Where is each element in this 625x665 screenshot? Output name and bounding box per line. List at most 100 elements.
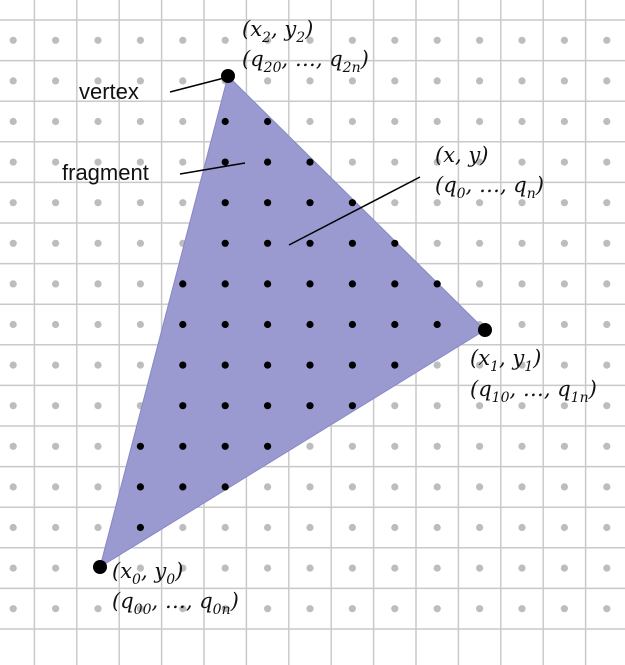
pixel-center-dot (433, 117, 441, 126)
pixel-center-dot (136, 320, 144, 329)
pixel-center-dot (179, 605, 187, 613)
fragment-dot (179, 483, 187, 491)
pixel-center-dot (518, 483, 526, 491)
pixel-center-dot (94, 483, 102, 491)
fragment-dot (264, 117, 272, 126)
pixel-center-dot (433, 199, 441, 207)
pixel-center-dot (94, 158, 102, 166)
vertex-0-attributes: (q00, …, q0n) (112, 589, 239, 618)
pixel-center-dot (560, 564, 569, 572)
pixel-center-dot (518, 523, 526, 532)
pixel-center-dot (264, 523, 272, 532)
pixel-center-dot (391, 523, 399, 532)
pixel-center-dot (391, 483, 399, 491)
pixel-center-dot (94, 361, 102, 369)
pixel-center-dot (52, 239, 60, 247)
pixel-center-dot (9, 280, 17, 288)
pixel-center-dot (136, 77, 144, 85)
pixel-center-dot (433, 442, 441, 450)
pixel-center-dot (476, 361, 484, 369)
pixel-center-dot (348, 158, 356, 166)
pixel-centers (9, 36, 611, 613)
pixel-center-dot (476, 402, 484, 410)
pixel-center-dot (52, 36, 60, 44)
pixel-center-dot (560, 239, 569, 247)
fragment-dot (179, 402, 187, 410)
pixel-center-dot (94, 199, 102, 207)
pixel-center-dot (136, 280, 144, 288)
pixel-center-dot (518, 605, 526, 613)
pixel-center-dot (348, 442, 356, 450)
pixel-center-dot (9, 361, 17, 369)
fragment-dot (348, 280, 356, 288)
vertex-1-marker (478, 323, 492, 337)
pixel-center-dot (9, 117, 17, 126)
pixel-center-dot (179, 117, 187, 126)
vertex-label: vertex (79, 79, 139, 104)
pixel-center-dot (52, 77, 60, 85)
pixel-center-dot (476, 117, 484, 126)
pixel-center-dot (52, 320, 60, 329)
fragment-dot (433, 320, 441, 329)
pixel-center-dot (52, 605, 60, 613)
pixel-center-dot (433, 605, 441, 613)
pixel-center-dot (94, 605, 102, 613)
pixel-center-dot (9, 605, 17, 613)
pixel-center-dot (603, 36, 611, 44)
pixel-center-dot (560, 605, 569, 613)
vertex-0-coords: (x0, y0) (112, 559, 183, 588)
pixel-center-dot (52, 442, 60, 450)
fragment-dot (264, 442, 272, 450)
pixel-center-dot (518, 320, 526, 329)
pixel-center-dot (560, 442, 569, 450)
fragment-dot (348, 361, 356, 369)
pixel-center-dot (306, 564, 314, 572)
pixel-center-dot (518, 402, 526, 410)
pixel-center-dot (560, 483, 569, 491)
pixel-center-dot (179, 564, 187, 572)
pixel-center-dot (560, 77, 569, 85)
pixel-center-dot (518, 158, 526, 166)
fragment-dot (221, 280, 229, 288)
pixel-center-dot (603, 605, 611, 613)
fragment-dot (391, 361, 399, 369)
pixel-center-dot (348, 605, 356, 613)
pixel-center-dot (518, 77, 526, 85)
pixel-center-dot (9, 442, 17, 450)
fragment-dot (221, 442, 229, 450)
pixel-center-dot (433, 77, 441, 85)
pixel-center-dot (94, 77, 102, 85)
pixel-center-dot (94, 402, 102, 410)
fragment-dot (306, 361, 314, 369)
pixel-center-dot (52, 361, 60, 369)
pixel-center-dot (476, 36, 484, 44)
pixel-center-dot (348, 77, 356, 85)
pixel-center-dot (603, 402, 611, 410)
pixel-center-dot (264, 605, 272, 613)
fragment-dot (264, 199, 272, 207)
pixel-center-dot (476, 199, 484, 207)
fragment-dot (348, 320, 356, 329)
vertex-leader-line (169, 76, 229, 93)
fragment-dot (264, 280, 272, 288)
pixel-center-dot (391, 402, 399, 410)
pixel-center-dot (518, 442, 526, 450)
pixel-center-dot (348, 564, 356, 572)
pixel-center-dot (52, 280, 60, 288)
fragment-dot (306, 199, 314, 207)
pixel-center-dot (9, 564, 17, 572)
pixel-center-dot (476, 605, 484, 613)
fragment-dot (391, 280, 399, 288)
pixel-center-dot (306, 117, 314, 126)
pixel-center-dot (136, 361, 144, 369)
pixel-center-dot (136, 239, 144, 247)
pixel-center-dot (518, 36, 526, 44)
pixel-center-dot (391, 199, 399, 207)
pixel-center-dot (9, 36, 17, 44)
fragment-dot (264, 402, 272, 410)
fragment-dot (221, 117, 229, 126)
pixel-center-dot (179, 36, 187, 44)
fragment-dot (221, 483, 229, 491)
pixel-center-dot (221, 36, 229, 44)
